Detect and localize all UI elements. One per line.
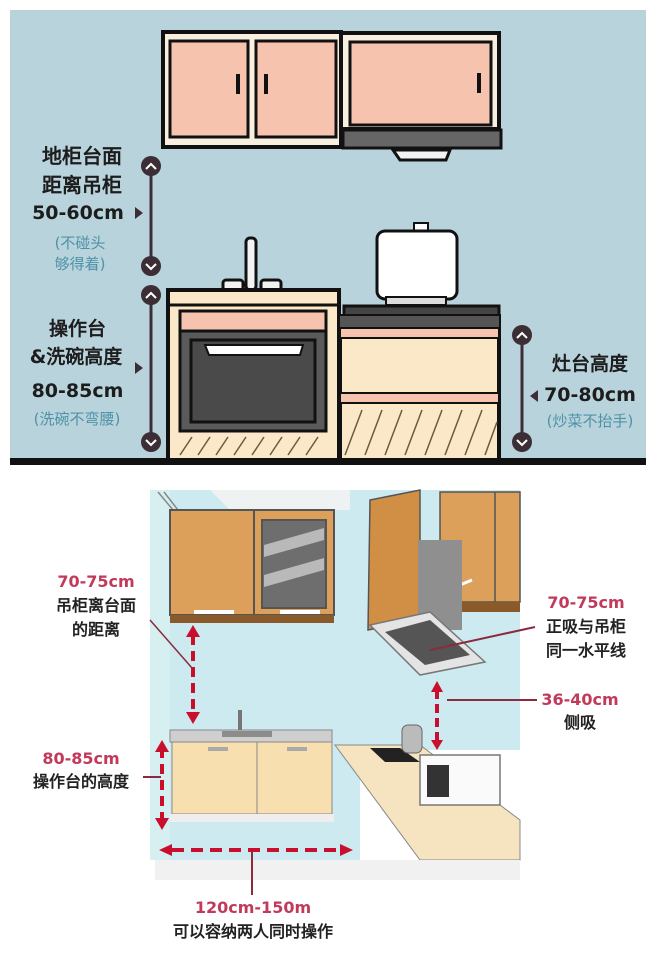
bottom-kitchen-scene — [150, 489, 521, 880]
stove-cabinet — [338, 222, 501, 462]
label-upper-gap-line2: 的距离 — [71, 620, 120, 639]
label-hood-front-line2: 同一水平线 — [545, 641, 626, 660]
dimension-marker-wall-gap — [135, 156, 161, 276]
sink-cabinet — [166, 236, 341, 462]
label-upper-gap-value: 70-75cm — [57, 572, 135, 591]
label-counter-height-value: 80-85cm — [42, 749, 120, 768]
label-wall-gap-line1: 地柜台面 — [42, 144, 122, 168]
label-stove-line1: 灶台高度 — [551, 353, 628, 375]
label-hood-front-line1: 正吸与吊柜 — [545, 617, 626, 636]
floor-line — [10, 458, 646, 465]
dimension-marker-counter — [135, 285, 161, 452]
label-stove-value: 70-80cm — [544, 384, 636, 406]
red-dimension-arrows — [143, 619, 537, 895]
label-counter-value: 80-85cm — [31, 380, 124, 402]
upper-cabinets — [161, 30, 503, 162]
dimension-marker-stove — [512, 325, 538, 452]
label-wall-gap-line2: 距离吊柜 — [42, 173, 122, 197]
note-stove: (炒菜不抬手) — [546, 412, 634, 430]
label-counter-height-line1: 操作台的高度 — [32, 772, 129, 791]
label-aisle-line1: 可以容纳两人同时操作 — [172, 922, 333, 941]
label-counter-line1: 操作台 — [48, 318, 106, 340]
label-aisle-value: 120cm-150m — [194, 898, 312, 917]
note-wall-gap-line1: (不碰头 — [54, 234, 106, 252]
note-counter: (洗碗不弯腰) — [33, 410, 121, 428]
label-hood-side-value: 36-40cm — [541, 690, 619, 709]
label-hood-side-line1: 侧吸 — [563, 713, 596, 732]
label-wall-gap-value: 50-60cm — [32, 202, 124, 224]
label-hood-front-value: 70-75cm — [547, 593, 625, 612]
label-counter-line2: &洗碗高度 — [29, 346, 123, 368]
label-upper-gap-line1: 吊柜离台面 — [55, 596, 136, 615]
note-wall-gap-line2: 够得着) — [54, 255, 106, 273]
